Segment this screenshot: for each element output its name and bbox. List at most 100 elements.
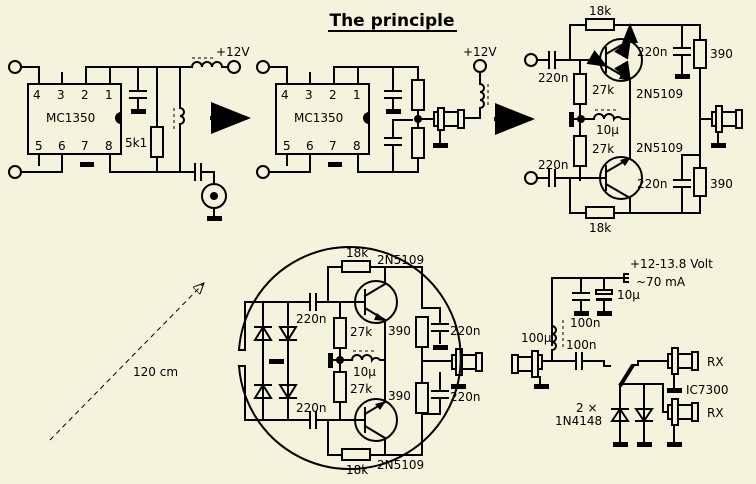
- ic-label: MC1350: [46, 111, 95, 125]
- pin-label: 7: [81, 139, 89, 153]
- pin-label: 3: [305, 88, 313, 102]
- resistor-label: 27k: [350, 382, 372, 396]
- wires: [327, 413, 423, 456]
- capacitor-label: 220n: [296, 401, 327, 415]
- electrolytic-plate: [595, 289, 613, 295]
- ground-icon: [597, 311, 612, 316]
- ground-icon: [451, 384, 466, 389]
- input-terminal-top: [524, 53, 538, 67]
- wires: [569, 177, 701, 214]
- loop-conductor: [237, 246, 462, 470]
- pin-label: 4: [33, 88, 41, 102]
- electrolytic-plate: [596, 298, 612, 301]
- emitter-arrow-icon: [619, 72, 631, 80]
- transistor-bottom: [354, 398, 398, 442]
- supply-label: +12V: [463, 45, 497, 59]
- resistor: [411, 79, 425, 111]
- capacitor-label: 220n: [450, 390, 481, 404]
- ground-icon: [328, 353, 333, 368]
- resistor-390-top: [693, 39, 707, 69]
- choke-coil: [190, 61, 229, 69]
- resistor-label: 18k: [346, 463, 368, 477]
- coupling-capacitor: [541, 352, 611, 370]
- relay-switch-icon[interactable]: [618, 363, 635, 388]
- stage2-mc1350-balanced-circuit: 4 3 2 1 MC1350 5 6 7 8 +12V: [256, 45, 535, 179]
- input-terminal-bottom: [256, 165, 270, 179]
- input-terminal-top: [8, 60, 22, 74]
- emitter-arrow-icon: [375, 401, 386, 410]
- ground-icon: [667, 442, 682, 447]
- coax-connector-icon: [511, 350, 543, 378]
- inductor-10u: [573, 113, 631, 122]
- diode-bars: [611, 408, 653, 422]
- capacitor-out-top: [421, 307, 449, 344]
- transistor-label: 2N5109: [377, 458, 424, 472]
- coax-connector-icon: [667, 347, 699, 375]
- radio-model-label: IC7300: [686, 383, 728, 397]
- resistor-27k-bottom: [333, 371, 347, 403]
- input-terminal-bottom: [8, 165, 22, 179]
- capacitor-label: 10µ: [617, 288, 640, 302]
- resistor-label: 390: [710, 177, 733, 191]
- capacitor-label: 100n: [570, 316, 601, 330]
- diode-icon: [610, 407, 654, 423]
- supply-wire: [551, 273, 629, 346]
- emitter-arrow-icon: [374, 313, 386, 321]
- capacitor-label: 220n: [538, 158, 569, 172]
- resistor-label: 27k: [592, 83, 614, 97]
- coupling-capacitor: [194, 163, 215, 183]
- pin-label: 2: [329, 88, 337, 102]
- resistor-label: 390: [388, 389, 411, 403]
- pin-label: 3: [57, 88, 65, 102]
- ground-icon: [667, 388, 682, 393]
- wires: [699, 67, 713, 169]
- ground-icon: [574, 311, 589, 316]
- transistor-label: 2N5109: [377, 253, 424, 267]
- resistor: [415, 382, 429, 414]
- diode-bars: [254, 326, 297, 341]
- wires: [268, 66, 419, 85]
- capacitor-label: 220n: [450, 324, 481, 338]
- ground-icon: [80, 162, 94, 167]
- ground-icon: [534, 384, 549, 389]
- wires: [244, 301, 311, 421]
- ground-icon: [269, 359, 284, 364]
- diameter-dimension-line: [49, 283, 204, 441]
- choke-100u: [550, 324, 557, 362]
- capacitor: [384, 66, 402, 111]
- ground-icon: [131, 109, 146, 114]
- coax-center: [210, 192, 218, 200]
- choke-label: 100µ: [521, 331, 552, 345]
- capacitor-label: 100n: [566, 338, 597, 352]
- ground-icon: [207, 216, 222, 221]
- resistor-label: 27k: [350, 325, 372, 339]
- input-capacitor-bottom: [536, 169, 607, 187]
- capacitor-out-top: [673, 24, 691, 75]
- diode-count-label: 2 ×: [576, 401, 598, 415]
- resistor-27k-top: [333, 317, 347, 349]
- resistor-18k-top: [585, 18, 615, 31]
- capacitor-out-bottom: [421, 372, 449, 415]
- pin-label: 6: [306, 139, 314, 153]
- resistor-label: 390: [388, 324, 411, 338]
- supply-voltage-label: +12-13.8 Volt: [630, 257, 713, 271]
- inductor-label: 10µ: [353, 365, 376, 379]
- coax-connector-icon: [433, 107, 465, 131]
- diode-type-label: 1N4148: [555, 414, 602, 428]
- ground-icon: [328, 162, 342, 167]
- capacitor: [384, 119, 413, 173]
- pin-label: 5: [283, 139, 291, 153]
- stage1-mc1350-circuit: 4 3 2 1 MC1350 5 6 7 8 5k1 +12V: [8, 45, 251, 221]
- transistor-top: [354, 280, 398, 324]
- pin-label: 6: [58, 139, 66, 153]
- inductor-label: 10µ: [596, 123, 619, 137]
- stage3-push-pull-amp: 18k 220n 220n 2N5109 27k 27k 10µ 2N5109 …: [524, 4, 743, 235]
- input-terminal-top: [256, 60, 270, 74]
- wires: [327, 266, 423, 309]
- coax-connector-icon: [667, 398, 699, 426]
- supply-label: +12V: [216, 45, 250, 59]
- junction-dot: [414, 115, 422, 123]
- resistor: [411, 127, 425, 159]
- wires: [619, 383, 669, 443]
- capacitor-100n: [572, 277, 590, 313]
